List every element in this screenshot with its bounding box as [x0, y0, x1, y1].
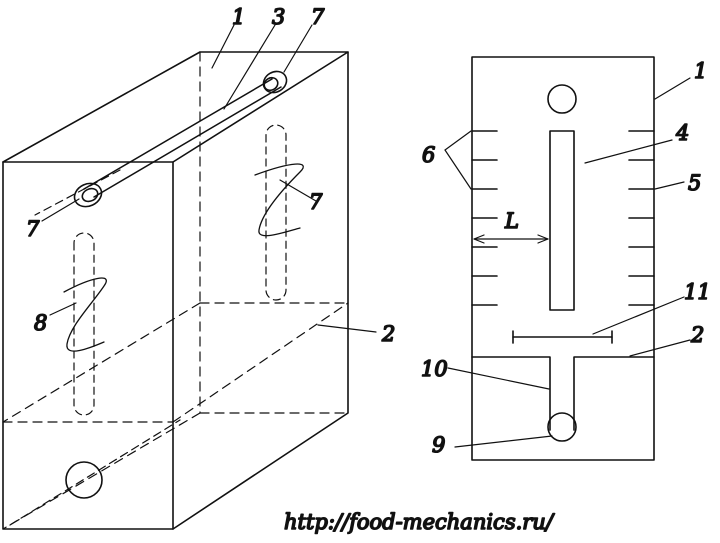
- label-6-right: 6: [422, 143, 435, 167]
- box-top-face: [2, 51, 349, 163]
- right-view: [471, 56, 655, 461]
- right-leaders: [444, 77, 691, 448]
- back-spiral: [254, 163, 304, 237]
- box-hidden-edges: [2, 51, 349, 530]
- top-hole: [547, 84, 577, 114]
- right-scale-ticks: [628, 130, 655, 306]
- label-1-left: 1: [232, 5, 245, 29]
- label-11-right: 11: [684, 280, 711, 304]
- label-1-right: 1: [694, 59, 707, 83]
- roller-front-left: [73, 182, 103, 208]
- label-9-right: 9: [432, 433, 445, 457]
- label-7-top: 7: [311, 5, 325, 29]
- bottom-outlet: [65, 461, 103, 499]
- front-slot: [73, 232, 95, 416]
- label-3-left: 3: [272, 5, 285, 29]
- box-side-face: [172, 51, 349, 530]
- indicator-bar: [512, 330, 613, 344]
- label-4-right: 4: [675, 121, 689, 145]
- front-spiral: [63, 277, 107, 352]
- outlet-hidden-axis: [9, 419, 181, 526]
- panel-outline: [471, 56, 655, 461]
- left-view-box: [2, 51, 349, 530]
- dimension-l: [473, 234, 549, 244]
- back-slot: [265, 124, 287, 301]
- label-7-front: 7: [26, 217, 40, 241]
- label-10-right: 10: [421, 357, 448, 381]
- liquid-level-plane: [2, 302, 349, 423]
- box-front-face: [2, 161, 174, 530]
- dimension-l-label: L: [504, 209, 519, 233]
- label-8-left: 8: [34, 311, 47, 335]
- left-leaders: [41, 24, 377, 333]
- left-scale-ticks: [471, 130, 498, 306]
- label-2-left: 2: [381, 322, 395, 346]
- label-7-back: 7: [309, 190, 323, 214]
- roller-top-right: [262, 70, 288, 94]
- source-url: http://food-mechanics.ru/: [284, 510, 555, 534]
- label-2-right: 2: [690, 323, 704, 347]
- level-channel: [471, 356, 655, 431]
- top-shaft: [34, 78, 282, 216]
- label-5-right: 5: [688, 171, 701, 195]
- bottom-hole: [547, 412, 577, 442]
- center-slot: [549, 130, 575, 311]
